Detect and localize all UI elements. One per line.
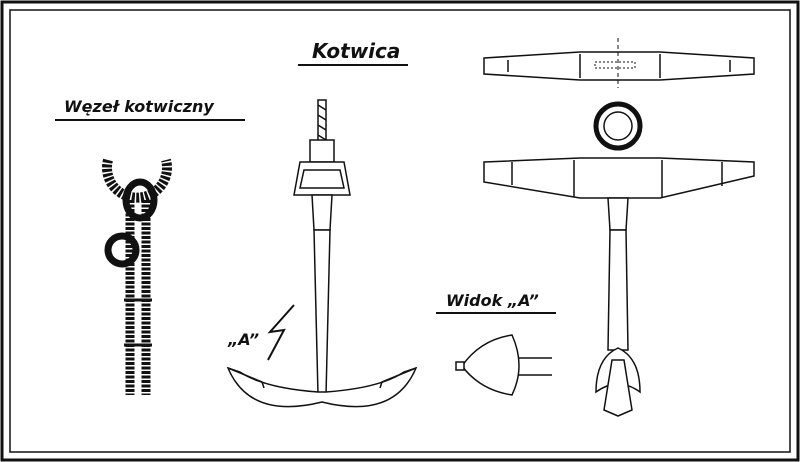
anchor-side-view (226, 99, 418, 408)
anchor-knot (102, 158, 172, 395)
inner-frame (9, 9, 791, 453)
view-a-detail (455, 334, 552, 396)
view-arrow-icon (267, 304, 295, 361)
title: Kotwica (312, 39, 400, 63)
view-label: Widok „A” (446, 291, 539, 310)
knot-label: Węzeł kotwiczny (64, 97, 214, 116)
view-marker: „A” (227, 330, 259, 349)
anchor-front-view (483, 38, 755, 417)
